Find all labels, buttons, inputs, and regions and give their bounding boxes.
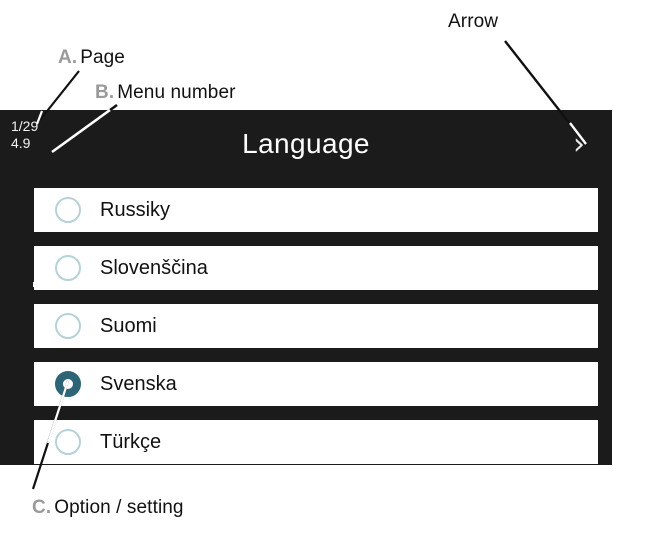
callout-text-b: Menu number xyxy=(117,82,236,103)
language-option-row[interactable]: Svenska xyxy=(34,362,598,406)
language-option-label: Russiky xyxy=(100,198,171,221)
chevron-right-icon[interactable]: › xyxy=(573,127,585,162)
callout-text-c: Option / setting xyxy=(54,497,184,518)
callout-label-a: A.Page xyxy=(58,47,125,69)
language-option-label: Suomi xyxy=(100,314,157,337)
radio-unselected-icon[interactable] xyxy=(55,429,81,455)
language-option-row[interactable]: Türkçe xyxy=(34,420,598,464)
radio-unselected-icon[interactable] xyxy=(55,255,81,281)
language-option-row[interactable]: Russiky xyxy=(34,188,598,232)
callout-text-a: Page xyxy=(80,47,125,68)
callout-label-b: B.Menu number xyxy=(95,82,236,104)
language-option-label: Slovenščina xyxy=(100,256,208,279)
language-option-label: Türkçe xyxy=(100,430,162,453)
radio-selected-icon[interactable] xyxy=(55,371,81,397)
callout-text-arrow: Arrow xyxy=(448,11,499,32)
radio-unselected-icon[interactable] xyxy=(55,197,81,223)
page-title: Language xyxy=(242,128,370,159)
callout-label-arrow: Arrow xyxy=(448,11,498,33)
callout-label-c: C.Option / setting xyxy=(32,497,184,519)
callout-tag-b: B. xyxy=(95,82,115,103)
screen-title-bar: 1/29 4.9 Language › xyxy=(0,110,612,178)
language-option-row[interactable]: Suomi xyxy=(34,304,598,348)
language-option-row[interactable]: Slovenščina xyxy=(34,246,598,290)
callout-tag-c: C. xyxy=(32,497,52,518)
callout-tag-a: A. xyxy=(58,47,78,68)
status-readout: 1/29 4.9 xyxy=(11,118,38,152)
radio-unselected-icon[interactable] xyxy=(55,313,81,339)
language-option-label: Svenska xyxy=(100,372,177,395)
menu-number-indicator: 4.9 xyxy=(11,135,31,151)
page-indicator: 1/29 xyxy=(11,118,39,134)
